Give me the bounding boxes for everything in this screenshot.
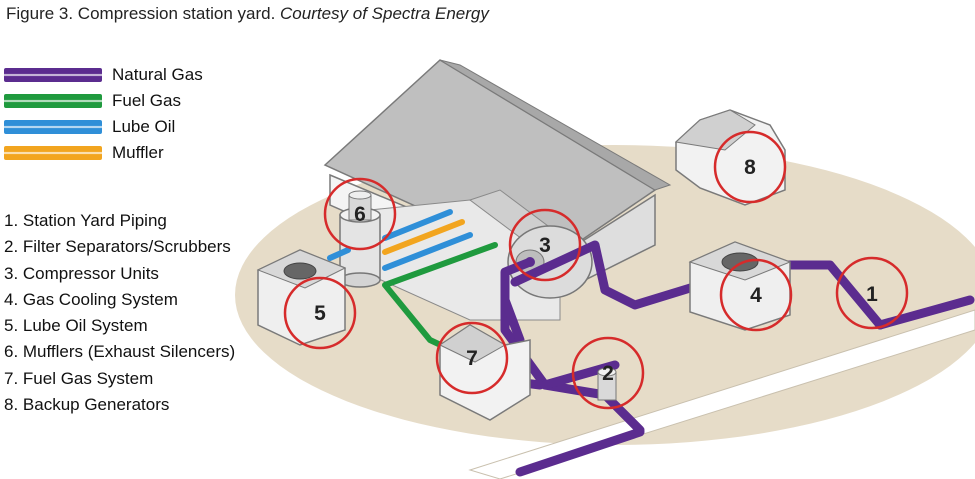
component-item: 1. Station Yard Piping	[4, 211, 167, 230]
legend-lube-oil: Lube Oil	[4, 117, 175, 137]
lube-oil-building	[256, 249, 347, 346]
muffler-lines	[382, 219, 465, 255]
callout-1: 1	[835, 256, 909, 330]
callout-5: 5	[283, 276, 357, 350]
muffler-swatch	[4, 146, 102, 160]
legend-label: Muffler	[112, 143, 164, 162]
callout-3: 3	[508, 208, 582, 282]
callout-2: 2	[571, 336, 645, 410]
legend-natural-gas: Natural Gas	[4, 65, 203, 85]
fuel-gas-swatch	[4, 94, 102, 108]
component-item: 7. Fuel Gas System	[4, 368, 154, 388]
callout-2-label: 2	[602, 362, 614, 385]
component-item: 8. Backup Generators	[4, 395, 170, 415]
access-road	[468, 309, 975, 479]
legend-fuel-gas: Fuel Gas	[4, 91, 181, 111]
component-list: 1. Station Yard Piping 2. Filter Separat…	[4, 208, 235, 418]
component-item: 6. Mufflers (Exhaust Silencers)	[4, 342, 236, 362]
caption-credit: Courtesy of Spectra Energy	[280, 4, 489, 23]
callout-6-label: 6	[354, 203, 366, 226]
component-item: 3. Compressor Units	[4, 263, 159, 283]
legend-label: Fuel Gas	[112, 91, 181, 110]
callout-1-label: 1	[866, 283, 878, 306]
legend-label: Lube Oil	[112, 117, 176, 136]
callout-4: 4	[719, 258, 793, 332]
component-item: 5. Lube Oil System	[4, 316, 148, 336]
component-item: 2. Filter Separators/Scrubbers	[4, 237, 231, 257]
component-item: 4. Gas Cooling System	[4, 289, 178, 309]
fuel-gas-building	[438, 324, 531, 421]
callout-3-label: 3	[539, 234, 551, 257]
callout-7-label: 7	[466, 347, 478, 370]
callout-5-label: 5	[314, 302, 326, 325]
callout-8-label: 8	[744, 156, 756, 179]
natural-gas-swatch	[4, 68, 102, 82]
filter-separator	[597, 367, 617, 401]
lube-oil-swatch	[4, 120, 102, 134]
gas-cooling-building	[688, 241, 792, 331]
figure-caption: Figure 3. Compression station yard. Cour…	[6, 4, 489, 24]
caption-text: Figure 3. Compression station yard.	[6, 4, 276, 23]
legend-label: Natural Gas	[112, 65, 203, 84]
callout-7: 7	[435, 321, 509, 395]
lube-oil-lines	[327, 209, 473, 271]
callout-markers: 1 2 3 4 5 6 7 8	[283, 130, 909, 410]
callout-8: 8	[713, 130, 787, 204]
legend-muffler: Muffler	[4, 143, 164, 163]
callout-4-label: 4	[750, 284, 762, 307]
callout-6: 6	[323, 177, 397, 251]
